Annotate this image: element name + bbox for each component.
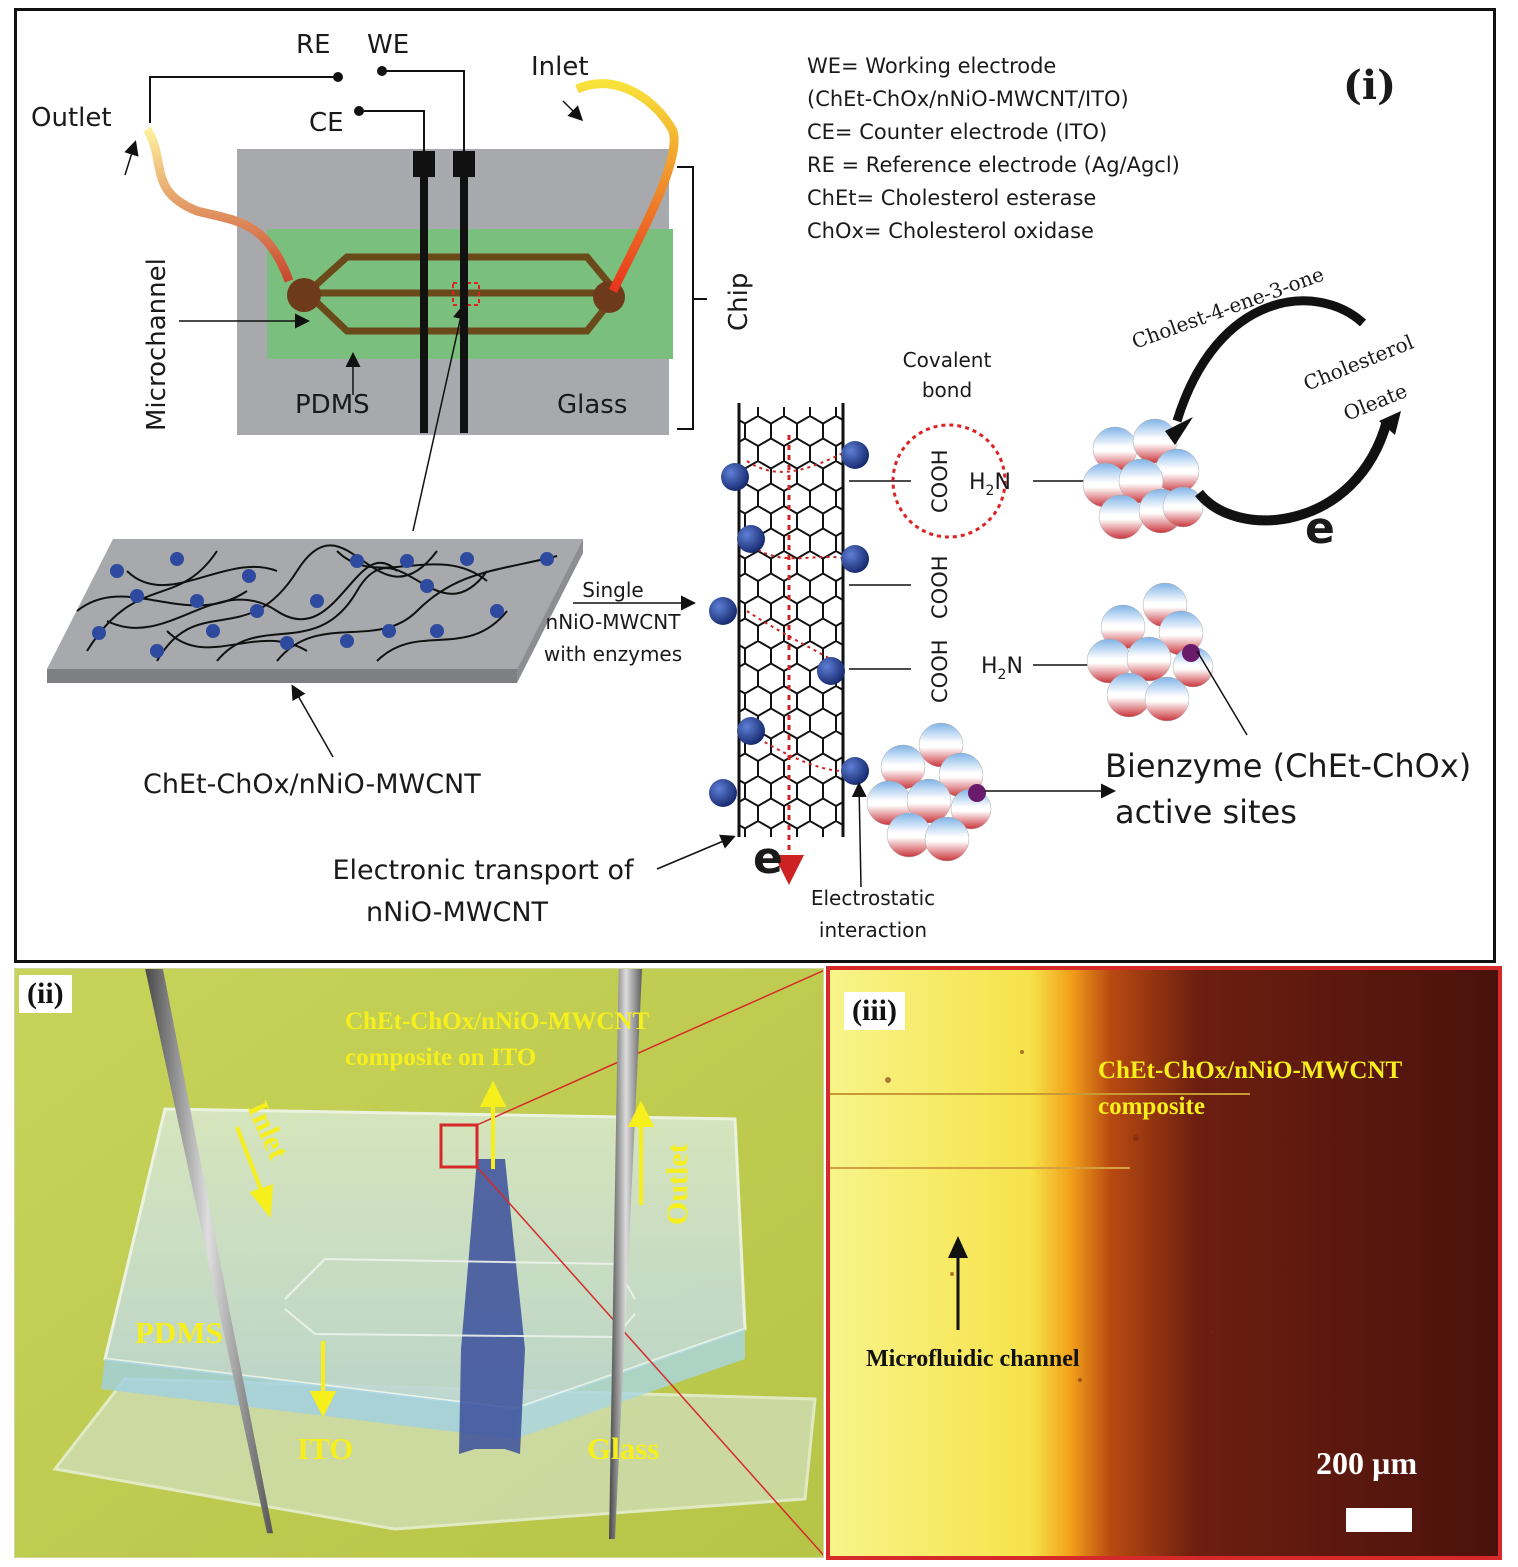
panel-ii-tag: (ii) <box>19 975 72 1013</box>
bienzyme-label-1: Bienzyme (ChEt-ChOx) <box>1105 747 1471 785</box>
covalent-label-2: bond <box>922 378 972 402</box>
electrostatic-label-1: Electrostatic <box>811 886 935 910</box>
micro-composite-label-1: ChEt-ChOx/nNiO-MWCNT <box>1098 1057 1403 1084</box>
single-label-3: with enzymes <box>544 642 682 666</box>
reaction-arc-top <box>1172 296 1367 423</box>
outlet-photo-label: Outlet <box>661 1143 694 1225</box>
outlet-port <box>287 278 321 312</box>
cholestenone-label: Cholest-4-ene-3-one <box>1129 262 1328 354</box>
covalent-bond-circle <box>891 423 1007 539</box>
scale-bar <box>1346 1508 1412 1532</box>
glass-photo-label: Glass <box>587 1431 659 1466</box>
scale-bar-label: 200 µm <box>1316 1445 1417 1481</box>
micrograph: Microfluidic channel ChEt-ChOx/nNiO-MWCN… <box>830 970 1498 1556</box>
ito-photo-label: ITO <box>297 1431 353 1466</box>
svg-text:WE= Working electrode: WE= Working electrode <box>807 54 1056 78</box>
ce-label: CE <box>309 108 344 138</box>
svg-text:(ChEt-ChOx/nNiO-MWCNT/ITO): (ChEt-ChOx/nNiO-MWCNT/ITO) <box>807 87 1129 111</box>
outlet-needle <box>609 969 643 1539</box>
we-label: WE <box>367 30 409 60</box>
pdms-photo-label: PDMS <box>135 1315 223 1350</box>
inlet-needle <box>145 969 273 1534</box>
we-electrode-pad <box>453 151 475 177</box>
we-electrode <box>460 171 468 433</box>
inlet-label: Inlet <box>531 52 589 82</box>
reaction-arc-bottom <box>1195 419 1392 526</box>
pdms-block <box>103 1107 747 1411</box>
single-label-2: nNiO-MWCNT <box>546 610 682 634</box>
panel-i-tag: (i) <box>1343 62 1396 109</box>
electrostatic-label-2: interaction <box>819 918 927 942</box>
zoom-marker <box>452 282 480 306</box>
electron-symbol-tube: e <box>753 833 783 884</box>
svg-text:CE= Counter electrode (ITO): CE= Counter electrode (ITO) <box>807 120 1107 144</box>
enzyme-cluster-3 <box>866 722 992 862</box>
amine-group-1: H2N <box>969 470 1011 499</box>
composite-label-1: ChEt-ChOx/nNiO-MWCNT <box>345 1008 650 1035</box>
cooh-group-3: COOH <box>928 639 952 703</box>
svg-text:RE = Reference electrode (Ag/A: RE = Reference electrode (Ag/Agcl) <box>807 153 1180 177</box>
ce-electrode-pad <box>413 151 435 177</box>
device-photo: ChEt-ChOx/nNiO-MWCNT composite on ITO In… <box>15 969 823 1557</box>
svg-text:ChEt= Cholesterol esterase: ChEt= Cholesterol esterase <box>807 186 1096 210</box>
inlet-tube <box>575 79 679 293</box>
pdms-label: PDMS <box>295 390 370 420</box>
svg-text:ChOx= Cholesterol oxidase: ChOx= Cholesterol oxidase <box>807 219 1094 243</box>
enzyme-cluster-1 <box>1082 418 1204 540</box>
outlet-tube <box>143 126 294 283</box>
micrograph-panel: Microfluidic channel ChEt-ChOx/nNiO-MWCN… <box>826 966 1502 1560</box>
transport-label-1: Electronic transport of <box>332 855 635 886</box>
device-photo-panel: ChEt-ChOx/nNiO-MWCNT composite on ITO In… <box>14 968 824 1558</box>
schematic-svg: RE WE CE Inlet Outlet Microchannel PDMS … <box>31 30 1471 942</box>
carbon-nanotube <box>737 403 848 885</box>
nanocomposite-film <box>47 539 583 683</box>
micro-composite-label-2: composite <box>1098 1093 1205 1120</box>
electrode-wires <box>149 70 465 151</box>
cooh-group-1: COOH <box>928 449 952 513</box>
outlet-label: Outlet <box>31 103 112 133</box>
oleate-label-2: Oleate <box>1340 378 1411 425</box>
transport-label-2: nNiO-MWCNT <box>366 897 549 928</box>
film-label: ChEt-ChOx/nNiO-MWCNT <box>143 769 481 800</box>
cooh-group-2: COOH <box>928 555 952 619</box>
glass-label: Glass <box>557 390 627 420</box>
channel-label: Microfluidic channel <box>866 1346 1080 1372</box>
electron-symbol-cycle: e <box>1305 503 1335 554</box>
chip-label: Chip <box>724 273 754 331</box>
microchannel-label: Microchannel <box>142 258 172 431</box>
ce-electrode <box>420 171 428 433</box>
enzyme-cluster-2 <box>1086 582 1214 722</box>
zoom-region <box>439 1123 479 1169</box>
chip-brace <box>677 166 707 430</box>
re-label: RE <box>296 30 331 60</box>
composite-label-2: composite on ITO <box>345 1044 536 1071</box>
covalent-label-1: Covalent <box>903 348 992 372</box>
ito-strip <box>459 1159 525 1454</box>
panel-iii-tag: (iii) <box>844 992 905 1030</box>
schematic-panel: RE WE CE Inlet Outlet Microchannel PDMS … <box>14 8 1496 963</box>
abbreviation-legend: WE= Working electrode (ChEt-ChOx/nNiO-MW… <box>807 54 1180 243</box>
bienzyme-label-2: active sites <box>1115 793 1297 831</box>
amine-group-2: H2N <box>981 654 1023 683</box>
nio-nanoparticles <box>709 441 869 807</box>
single-label-1: Single <box>582 578 643 602</box>
